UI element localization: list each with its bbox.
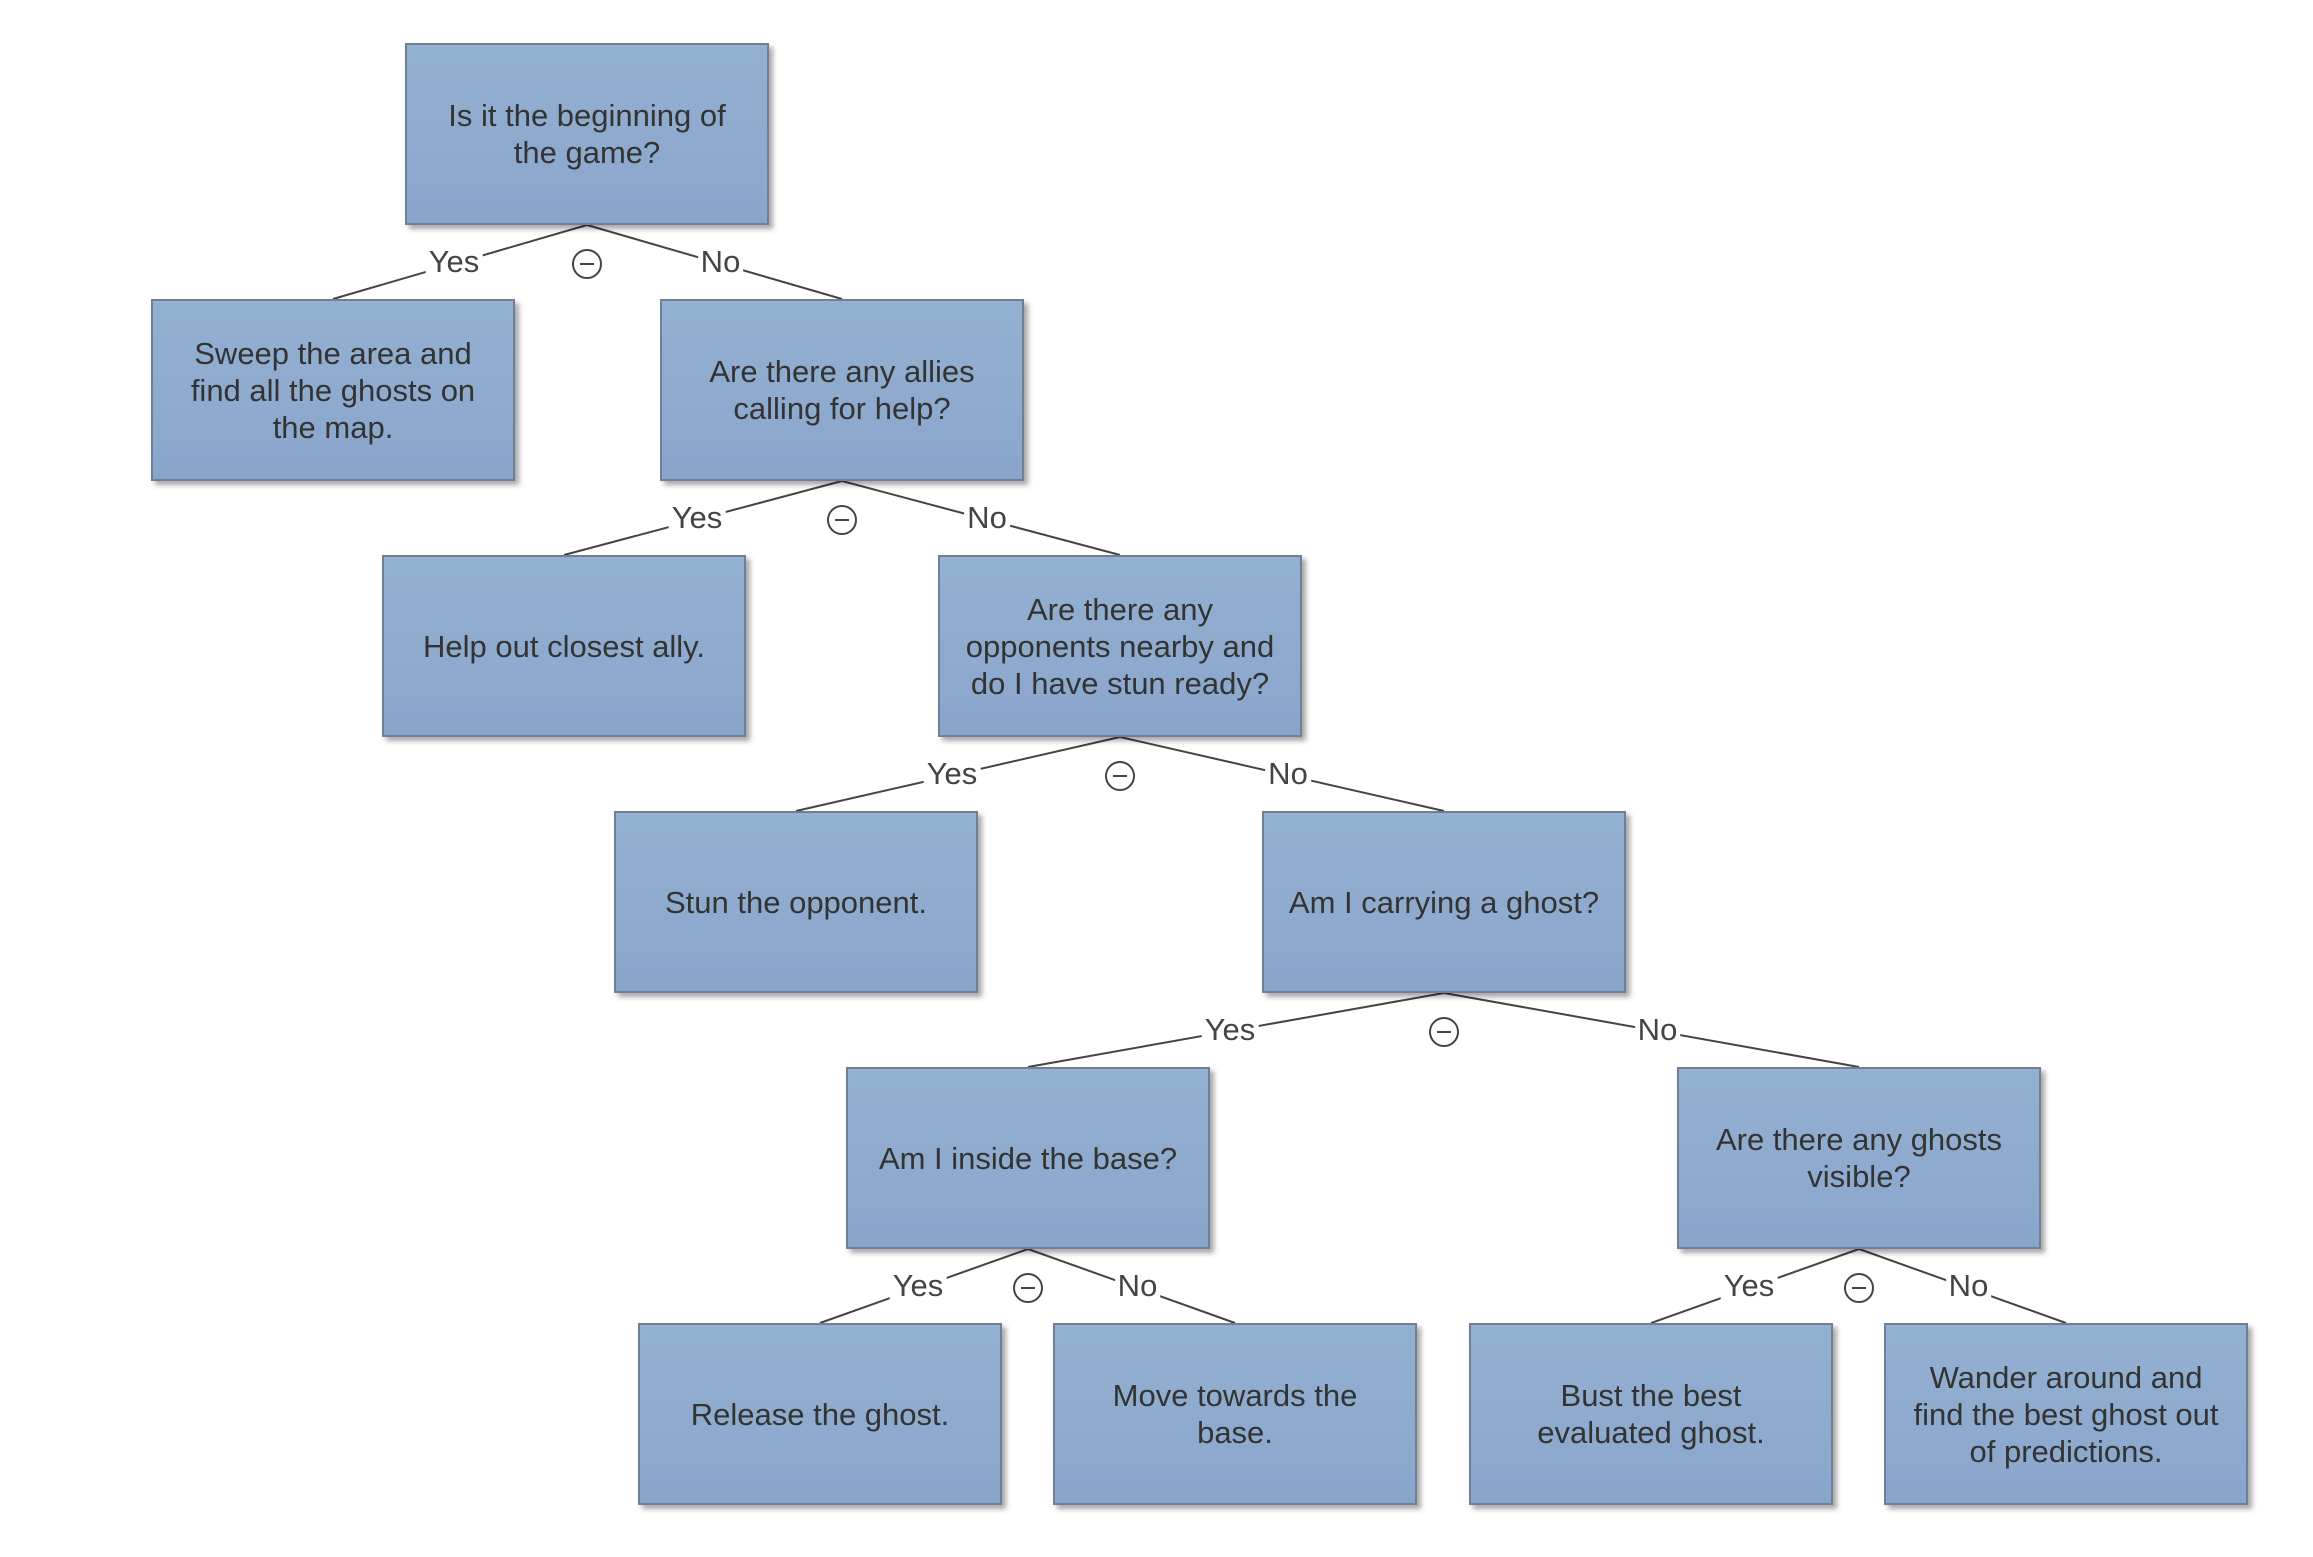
- decision-node-q1[interactable]: Is it the beginning of the game?: [405, 43, 769, 225]
- edge-label-yes: Yes: [889, 1269, 947, 1303]
- collapse-icon[interactable]: [1105, 761, 1135, 791]
- collapse-icon[interactable]: [1013, 1273, 1043, 1303]
- edge-label-yes: Yes: [1201, 1013, 1259, 1047]
- edge-label-no: No: [1945, 1269, 1992, 1303]
- edge-label-no: No: [1265, 757, 1311, 791]
- decision-node-q5[interactable]: Am I inside the base?: [846, 1067, 1210, 1249]
- action-node-a7[interactable]: Wander around and find the best ghost ou…: [1884, 1323, 2248, 1505]
- edge-label-yes: Yes: [1720, 1269, 1778, 1303]
- edge-label-no: No: [697, 245, 744, 279]
- action-node-a1[interactable]: Sweep the area and find all the ghosts o…: [151, 299, 515, 481]
- action-node-a2[interactable]: Help out closest ally.: [382, 555, 746, 737]
- edge-label-no: No: [964, 501, 1010, 535]
- decision-node-q3[interactable]: Are there any opponents nearby and do I …: [938, 555, 1302, 737]
- decision-node-q6[interactable]: Are there any ghosts visible?: [1677, 1067, 2041, 1249]
- edge-label-no: No: [1634, 1013, 1681, 1047]
- collapse-icon[interactable]: [572, 249, 602, 279]
- decision-node-q4[interactable]: Am I carrying a ghost?: [1262, 811, 1626, 993]
- action-node-a4[interactable]: Release the ghost.: [638, 1323, 1002, 1505]
- edge-label-yes: Yes: [425, 245, 483, 279]
- edge-label-no: No: [1114, 1269, 1161, 1303]
- edge-label-yes: Yes: [668, 501, 726, 535]
- collapse-icon[interactable]: [827, 505, 857, 535]
- action-node-a3[interactable]: Stun the opponent.: [614, 811, 978, 993]
- collapse-icon[interactable]: [1844, 1273, 1874, 1303]
- edge-label-yes: Yes: [923, 757, 981, 791]
- action-node-a6[interactable]: Bust the best evaluated ghost.: [1469, 1323, 1833, 1505]
- collapse-icon[interactable]: [1429, 1017, 1459, 1047]
- action-node-a5[interactable]: Move towards the base.: [1053, 1323, 1417, 1505]
- decision-node-q2[interactable]: Are there any allies calling for help?: [660, 299, 1024, 481]
